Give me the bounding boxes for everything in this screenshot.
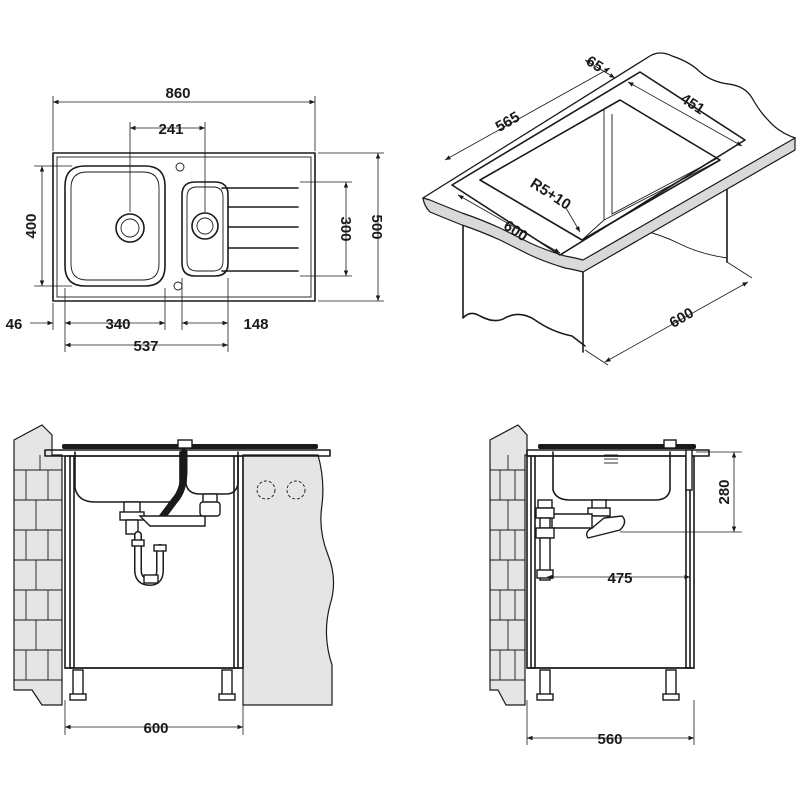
label-565: 565 [493,108,523,135]
drainer-grooves [221,187,299,272]
label-300: 300 [337,216,354,241]
front-side-panel [242,454,335,706]
dim-565 [444,67,611,161]
label-500: 500 [368,214,385,239]
label-280: 280 [716,479,733,504]
label-241: 241 [158,121,183,138]
front-foot-right [221,669,233,697]
label-600-cabinet: 600 [667,304,697,331]
side-foot-left [539,669,551,697]
label-560: 560 [597,731,622,748]
label-860: 860 [165,85,190,102]
dim-600-cabinet [604,281,749,363]
front-small-bowl [185,451,239,495]
side-bowl [552,451,671,501]
side-brick-wall [489,424,528,706]
tap-hole [175,162,185,172]
front-cabinet [64,455,244,669]
large-bowl-drain [115,213,145,243]
front-foot-left [72,669,84,697]
side-foot-right [665,669,677,697]
front-brick-wall [13,424,63,706]
label-400: 400 [23,213,40,238]
dim-600-cutout [457,194,561,254]
sink-outline [52,152,316,302]
overflow-hole [173,281,183,291]
isometric-view: 65 565 451 R5+10 600 600 [421,52,797,366]
small-bowl-drain [191,212,219,240]
label-148: 148 [243,316,268,333]
dim-radius-leader [565,207,581,233]
label-475: 475 [607,570,632,587]
side-cabinet [526,455,695,669]
top-view: 860 241 400 300 500 46 340 [6,85,385,355]
iso-cabinet [462,224,586,347]
label-600-front: 600 [143,720,168,737]
front-view: 600 [13,424,335,737]
side-view: 280 475 560 [489,424,742,748]
front-large-bowl [74,451,181,503]
label-46: 46 [6,316,23,333]
label-340: 340 [105,316,130,333]
label-537: 537 [133,338,158,355]
large-bowl [64,165,166,287]
dim-451 [627,81,743,147]
